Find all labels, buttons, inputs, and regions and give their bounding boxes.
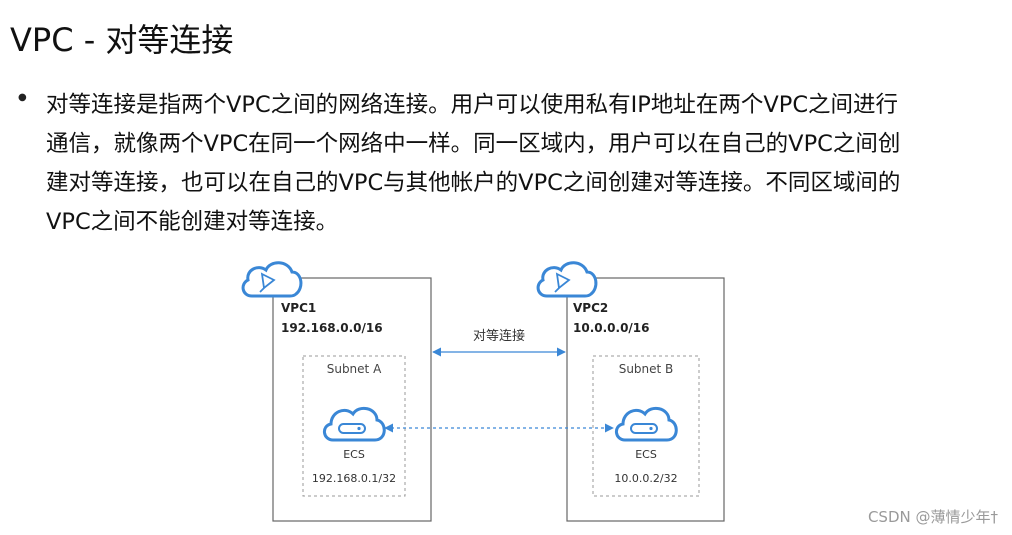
watermark: CSDN @薄情少年†: [867, 508, 998, 526]
vpc1-name: VPC1: [281, 301, 316, 315]
ecs-b-label: ECS: [635, 448, 657, 461]
bullet-dot: ●: [18, 92, 27, 103]
subnet-a-label: Subnet A: [327, 362, 382, 376]
description-line: 建对等连接，也可以在自己的VPC与其他帐户的VPC之间创建对等连接。不同区域间的: [46, 170, 901, 196]
description-line: VPC之间不能创建对等连接。: [46, 209, 339, 235]
description-line: 对等连接是指两个VPC之间的网络连接。用户可以使用私有IP地址在两个VPC之间进…: [46, 92, 899, 118]
ecs-b-icon: [615, 406, 678, 442]
page-title: VPC - 对等连接: [10, 21, 234, 59]
description-line: 通信，就像两个VPC在同一个网络中一样。同一区域内，用户可以在自己的VPC之间创: [46, 131, 901, 157]
subnet-b-label: Subnet B: [619, 362, 674, 376]
vpc1-cloud-icon: [241, 261, 303, 298]
ecs-a-icon: [323, 406, 386, 442]
vpc2-cidr: 10.0.0.0/16: [573, 321, 650, 335]
description-paragraph: 对等连接是指两个VPC之间的网络连接。用户可以使用私有IP地址在两个VPC之间进…: [46, 86, 1006, 242]
vpc2-cloud-icon: [536, 261, 598, 298]
ecs-a-label: ECS: [343, 448, 365, 461]
vpc1-cidr: 192.168.0.0/16: [281, 321, 383, 335]
ecs-a-ip: 192.168.0.1/32: [312, 472, 396, 485]
peering-label: 对等连接: [473, 328, 525, 344]
subnet-a-box: [302, 355, 406, 497]
ecs-b-ip: 10.0.0.2/32: [614, 472, 677, 485]
vpc2-name: VPC2: [573, 301, 608, 315]
